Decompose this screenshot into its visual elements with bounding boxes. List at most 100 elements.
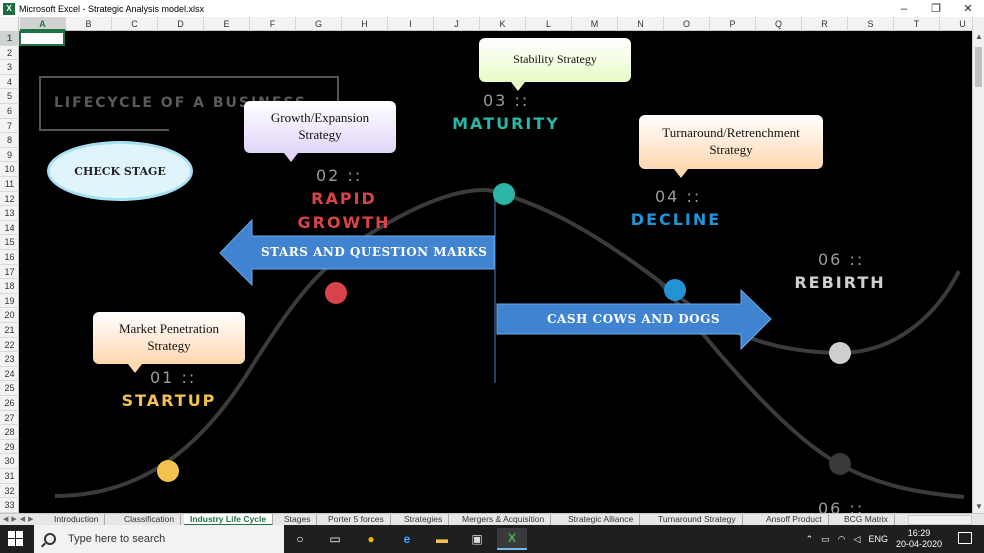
notification-icon[interactable] [958, 532, 972, 544]
scroll-down-icon[interactable]: ▼ [975, 502, 983, 511]
column-header[interactable]: T [894, 17, 940, 31]
store-icon[interactable]: ▣ [471, 532, 483, 546]
column-header[interactable]: C [112, 17, 158, 31]
row-header[interactable]: 9 [0, 148, 19, 163]
row-header[interactable]: 11 [0, 177, 19, 192]
row-header[interactable]: 32 [0, 484, 19, 499]
column-header[interactable]: S [848, 17, 894, 31]
row-header[interactable]: 2 [0, 46, 19, 61]
column-header[interactable]: E [204, 17, 250, 31]
column-header[interactable]: O [664, 17, 710, 31]
row-header[interactable]: 29 [0, 440, 19, 455]
wifi-icon[interactable]: ◠ [837, 533, 846, 544]
taskbar-search-box[interactable]: Type here to search [34, 525, 284, 553]
row-header[interactable]: 4 [0, 75, 19, 90]
column-header[interactable]: G [296, 17, 342, 31]
row-header[interactable]: 13 [0, 206, 19, 221]
row-header[interactable]: 25 [0, 381, 19, 396]
row-header[interactable]: 8 [0, 133, 19, 148]
row-header[interactable]: 28 [0, 425, 19, 440]
row-header[interactable]: 26 [0, 396, 19, 411]
search-placeholder: Type here to search [68, 533, 166, 545]
cortana-icon[interactable]: ○ [296, 532, 304, 546]
sheet-tab[interactable]: Introduction [48, 514, 106, 526]
column-header[interactable]: D [158, 17, 204, 31]
language-indicator[interactable]: ENG [868, 534, 888, 544]
column-header[interactable]: F [250, 17, 296, 31]
column-header[interactable]: Q [756, 17, 802, 31]
vertical-scrollbar[interactable]: ▲ ▼ [972, 17, 984, 513]
task-view-icon[interactable]: ▭ [329, 532, 341, 546]
row-header[interactable]: 16 [0, 250, 19, 265]
growth-strategy-callout[interactable]: Growth/Expansion Strategy [244, 101, 396, 162]
row-header[interactable]: 1 [0, 31, 19, 46]
column-header[interactable]: M [572, 17, 618, 31]
row-header[interactable]: 20 [0, 308, 19, 323]
row-header[interactable]: 30 [0, 454, 19, 469]
column-header[interactable]: N [618, 17, 664, 31]
row-header[interactable]: 6 [0, 104, 19, 119]
row-header[interactable]: 23 [0, 352, 19, 367]
row-header[interactable]: 14 [0, 221, 19, 236]
scroll-up-icon[interactable]: ▲ [975, 32, 983, 41]
row-header[interactable]: 24 [0, 367, 19, 382]
sheet-tab[interactable]: Ansoff Product [760, 514, 829, 526]
sheet-tab[interactable]: Porter 5 forces [322, 514, 391, 526]
selected-cell-a1[interactable] [19, 31, 65, 46]
minimize-button[interactable]: – [900, 2, 908, 15]
windows-start-icon[interactable] [8, 531, 24, 547]
sheet-tab[interactable]: BCG Matrix [838, 514, 895, 526]
check-stage-button[interactable]: CHECK STAGE [47, 141, 193, 201]
restore-button[interactable]: ❐ [931, 3, 941, 15]
column-header[interactable]: U [940, 17, 984, 31]
column-header[interactable]: P [710, 17, 756, 31]
row-header[interactable]: 19 [0, 294, 19, 309]
sheet-tab[interactable]: Strategic Alliance [562, 514, 641, 526]
column-header[interactable]: B [66, 17, 112, 31]
stability-strategy-callout[interactable]: Stability Strategy [479, 38, 631, 91]
row-header[interactable]: 7 [0, 119, 19, 134]
sheet-tab[interactable]: Turnaround Strategy [652, 514, 743, 526]
sheet-tab[interactable]: Mergers & Acquisition [456, 514, 552, 526]
row-header[interactable]: 10 [0, 162, 19, 177]
row-header[interactable]: 12 [0, 192, 19, 207]
sheet-tab[interactable]: Classification [118, 514, 182, 526]
column-header[interactable]: J [434, 17, 480, 31]
sheet-nav-arrows-icon[interactable]: ◀▶◀▶ [3, 516, 37, 523]
stage-06-number: 06 :: [818, 250, 865, 269]
worksheet-canvas[interactable]: LIFECYCLE OF A BUSINESS CHECK STAGE Stab… [19, 31, 972, 513]
chrome-icon[interactable]: ● [367, 532, 375, 546]
edge-icon[interactable]: e [403, 532, 411, 546]
row-header[interactable]: 17 [0, 265, 19, 280]
row-header[interactable]: 21 [0, 323, 19, 338]
row-header[interactable]: 33 [0, 498, 19, 513]
column-header[interactable]: L [526, 17, 572, 31]
battery-icon[interactable]: ▭ [821, 533, 830, 544]
close-button[interactable]: ✕ [963, 3, 973, 15]
chevron-up-icon[interactable]: ⌃ [805, 533, 814, 544]
column-header[interactable]: A [20, 17, 66, 31]
row-header[interactable]: 27 [0, 411, 19, 426]
column-header[interactable]: R [802, 17, 848, 31]
select-all-corner[interactable] [0, 17, 19, 31]
row-header[interactable]: 22 [0, 338, 19, 353]
scroll-thumb[interactable] [975, 47, 982, 87]
column-header[interactable]: H [342, 17, 388, 31]
column-header[interactable]: K [480, 17, 526, 31]
excel-taskbar-icon[interactable]: X [497, 528, 527, 550]
row-header[interactable]: 5 [0, 89, 19, 104]
sheet-tab[interactable]: Stages [278, 514, 318, 526]
row-header[interactable]: 18 [0, 279, 19, 294]
horizontal-scrollbar[interactable] [908, 515, 972, 525]
turnaround-strategy-callout[interactable]: Turnaround/Retrenchment Strategy [639, 115, 823, 178]
file-explorer-icon[interactable]: ▬ [436, 532, 448, 546]
column-header[interactable]: I [388, 17, 434, 31]
row-header[interactable]: 3 [0, 60, 19, 75]
market-penetration-callout[interactable]: Market Penetration Strategy [93, 312, 245, 373]
volume-icon[interactable]: ◁ [853, 533, 861, 544]
sheet-tab[interactable]: Strategies [398, 514, 450, 526]
row-header[interactable]: 15 [0, 235, 19, 250]
row-header[interactable]: 31 [0, 469, 19, 484]
clock[interactable]: 16:29 20-04-2020 [896, 528, 942, 550]
